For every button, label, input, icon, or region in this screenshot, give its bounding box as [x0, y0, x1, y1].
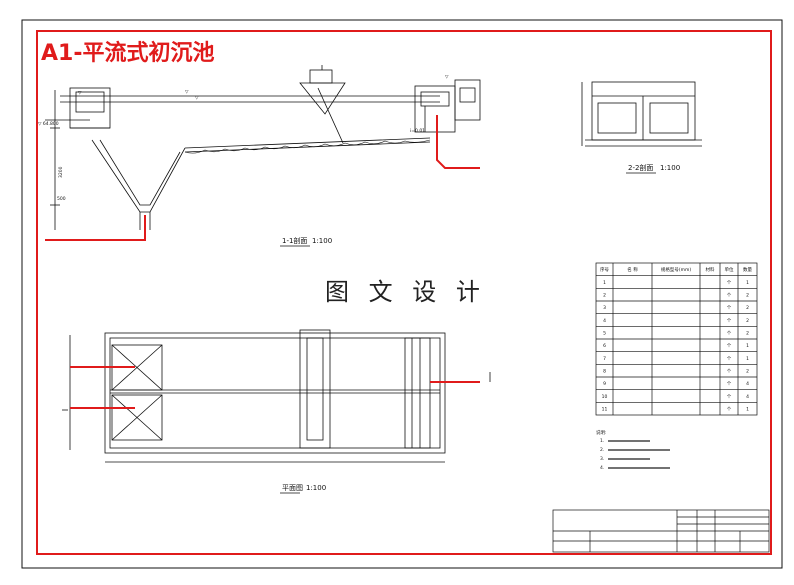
table-cell: 4	[746, 381, 749, 387]
section-2-2-scale: 1:100	[660, 164, 680, 172]
table-cell: 3	[603, 305, 606, 311]
table-cell: 1	[603, 280, 606, 286]
plan-scale: 1:100	[306, 484, 326, 492]
note-item: 2.	[600, 447, 604, 453]
table-cell: 9	[603, 381, 606, 387]
sludge-pipe-section	[45, 115, 480, 241]
section-1-1-label: 1-1剖面	[282, 236, 307, 245]
section-1-1-small-labels: ▽ 64.800 ▽ ▽ ▽ ▽ 500 3200 i=0.01	[38, 75, 449, 202]
svg-text:▽: ▽	[445, 75, 449, 80]
table-cell: 1	[746, 280, 749, 286]
table-cell: 2	[746, 318, 749, 324]
table-cell: 个	[727, 381, 732, 387]
svg-text:i=0.01: i=0.01	[410, 128, 425, 134]
table-cell: 个	[727, 343, 732, 349]
note-item: 1.	[600, 438, 604, 444]
table-cell: 个	[727, 331, 732, 337]
table-header-cell: 单位	[725, 266, 734, 273]
table-cell: 2	[603, 293, 606, 299]
table-header-cell: 名 称	[627, 266, 638, 273]
svg-text:▽: ▽	[195, 96, 199, 101]
table-cell: 2	[746, 369, 749, 375]
table-cell: 11	[602, 407, 608, 413]
table-cell: 个	[727, 280, 732, 286]
table-header-cell: 规格型号(mm)	[661, 266, 692, 273]
table-cell: 个	[727, 305, 732, 311]
table-cell: 4	[603, 318, 606, 324]
table-cell: 1	[746, 356, 749, 362]
plan-view	[62, 329, 491, 463]
table-cell: 1	[746, 343, 749, 349]
table-cell: 个	[727, 407, 732, 413]
table-cell: 6	[603, 343, 606, 349]
svg-text:3200: 3200	[58, 166, 64, 178]
title-block	[552, 509, 770, 553]
section-1-1-scale: 1:100	[312, 237, 332, 245]
svg-text:▽: ▽	[78, 91, 82, 96]
table-cell: 个	[727, 293, 732, 299]
plan-label: 平面图	[282, 484, 303, 492]
ground-hatch	[184, 139, 431, 154]
section-1-1-view	[45, 65, 481, 230]
watermark: 图 文 设 计	[325, 278, 486, 306]
outer-frame	[21, 19, 783, 569]
inner-frame	[36, 30, 772, 555]
svg-text:▽: ▽	[185, 90, 189, 95]
note-item: 3.	[600, 456, 604, 462]
note-item: 4.	[600, 465, 604, 471]
table-cell: 8	[603, 369, 606, 375]
svg-text:500: 500	[57, 196, 66, 202]
table-cell: 个	[727, 369, 732, 375]
table-cell: 7	[603, 356, 606, 362]
table-cell: 个	[727, 394, 732, 400]
table-cell: 1	[746, 407, 749, 413]
svg-text:▽ 64.800: ▽ 64.800	[38, 121, 59, 127]
plan-pipes	[70, 366, 480, 409]
section-2-2-label: 2-2剖面	[628, 163, 653, 172]
table-cell: 5	[603, 331, 606, 337]
equipment-table-text: 序号 名 称 规格型号(mm) 材料 单位 数量 1 个 1 2 个 2 3 个 2 4 个 2 5 个 2 6 个 1 7 个 1…	[600, 266, 752, 412]
section-2-2-view	[581, 81, 702, 147]
table-header-cell: 材料	[706, 266, 715, 273]
table-cell: 2	[746, 293, 749, 299]
table-cell: 个	[727, 318, 732, 324]
equipment-table	[595, 262, 758, 416]
table-cell: 2	[746, 331, 749, 337]
notes-heading: 说明:	[596, 429, 607, 436]
table-header-cell: 数量	[743, 266, 752, 273]
table-cell: 4	[746, 394, 749, 400]
table-cell: 10	[602, 394, 608, 400]
table-header-cell: 序号	[600, 266, 609, 273]
drawing-title: A1-平流式初沉池	[41, 40, 214, 66]
table-cell: 个	[727, 356, 732, 362]
notes-list: 1. 2. 3. 4.	[600, 438, 670, 471]
table-cell: 2	[746, 305, 749, 311]
